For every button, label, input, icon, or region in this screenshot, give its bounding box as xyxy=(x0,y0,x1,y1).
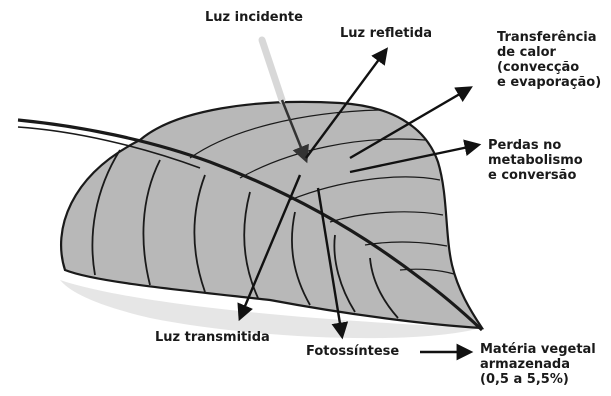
reflected-light-label: Luz refletida xyxy=(340,26,432,41)
heat-transfer-label: Transferência de calor (convecção e evap… xyxy=(497,30,601,90)
incident-light-ray xyxy=(262,40,282,100)
metabolism-losses-label: Perdas no metabolismo e conversão xyxy=(488,138,583,183)
transmitted-light-label: Luz transmitida xyxy=(155,330,270,345)
incident-light-label: Luz incidente xyxy=(205,10,303,25)
stored-matter-label: Matéria vegetal armazenada (0,5 a 5,5%) xyxy=(480,342,596,387)
photosynthesis-label: Fotossíntese xyxy=(306,344,399,359)
